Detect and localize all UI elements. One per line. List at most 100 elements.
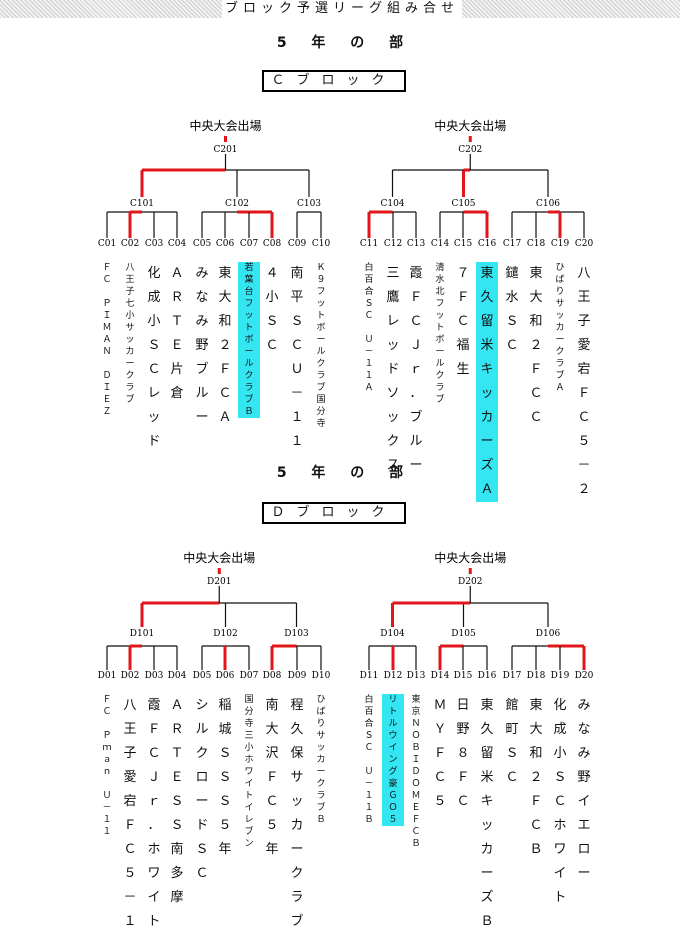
- team-code: D17: [503, 671, 522, 681]
- team-code: C18: [527, 239, 546, 249]
- team-name: 若 葉 台 フ ッ ト ボ ー ル ク ラ ブ Ｂ: [238, 262, 260, 418]
- group-code: D103: [284, 629, 309, 639]
- final-code: D202: [458, 577, 482, 587]
- team-code: C01: [98, 239, 116, 249]
- team-code: D12: [384, 671, 403, 681]
- team-name: 東 大 和 ２ Ｆ Ｃ Ａ: [218, 266, 232, 425]
- team-code: C14: [431, 239, 450, 249]
- team-code: D03: [145, 671, 164, 681]
- team-name: 東 大 和 ２ Ｆ Ｃ Ｃ: [529, 266, 543, 425]
- team-code: D18: [527, 671, 546, 681]
- team-name: ７ Ｆ Ｃ 福 生: [456, 266, 470, 377]
- team-name: 化 成 小 Ｓ Ｃ ホ ワ イ ト: [553, 698, 567, 905]
- group-code: C102: [225, 199, 249, 209]
- team-name: 鑓 水 Ｓ Ｃ: [505, 266, 519, 353]
- team-name: 白 百 合 Ｓ Ｃ Ｕ － １ １ Ａ: [364, 263, 374, 393]
- team-code: D02: [121, 671, 140, 681]
- team-name: 館 町 Ｓ Ｃ: [505, 698, 519, 785]
- team-code: C02: [121, 239, 139, 249]
- section-heading-c: 5 年 の 部: [276, 35, 404, 51]
- team-name: 程 久 保 サ ッ カ ー ク ラ ブ: [290, 698, 304, 929]
- team-name: ひ ば り サ ッ カ ー ク ラ ブ Ｂ: [316, 695, 326, 825]
- team-code: D15: [454, 671, 473, 681]
- team-name: Ｍ Ｙ Ｆ Ｃ ５: [433, 698, 447, 809]
- final-code: D201: [207, 577, 231, 587]
- team-code: C08: [263, 239, 282, 249]
- block-label-c: Ｃブロック: [262, 70, 406, 92]
- team-code: D11: [360, 671, 379, 681]
- team-name: 稲 城 Ｓ Ｓ Ｓ ５ 年: [218, 698, 232, 857]
- team-code: D01: [98, 671, 117, 681]
- team-code: C06: [216, 239, 235, 249]
- team-name: 八 王 子 七 小 サ ッ カ ー ク ラ ブ: [125, 263, 135, 405]
- team-name: 霞 Ｆ Ｃ Ｊ ｒ ． ホ ワ イ ト: [147, 698, 161, 929]
- team-name: Ｆ Ｃ Ｐ Ｉ Ｍ Ａ Ｎ Ｄ Ｉ Ｅ Ｚ: [102, 263, 112, 417]
- team-code: C10: [312, 239, 331, 249]
- team-code: D04: [168, 671, 187, 681]
- team-code: C17: [503, 239, 522, 249]
- group-code: C103: [297, 199, 321, 209]
- team-name: 国 分 寺 三 小 ホ ワ イ ト イ レ ブ ン: [244, 695, 254, 849]
- team-name: 八 王 子 愛 宕 Ｆ Ｃ ５ － ２: [577, 266, 591, 497]
- team-name: Ａ Ｒ Ｔ Ｅ 片 倉: [170, 266, 184, 401]
- team-code: C07: [240, 239, 259, 249]
- team-name: 八 王 子 愛 宕 Ｆ Ｃ ５ － １: [123, 698, 137, 929]
- group-code: C105: [451, 199, 475, 209]
- team-code: D19: [551, 671, 570, 681]
- team-name: 化 成 小 Ｓ Ｃ レ ッ ド: [147, 266, 161, 449]
- group-code: C101: [130, 199, 154, 209]
- team-name: み な み 野 イ エ ロ ー: [577, 698, 591, 881]
- team-name: 霞 Ｆ Ｃ Ｊ ｒ ． ブ ル ー: [409, 266, 423, 473]
- team-name: ひ ば り サ ッ カ ー ク ラ ブ Ａ: [555, 263, 565, 393]
- team-name: 南 大 沢 Ｆ Ｃ ５ 年: [265, 698, 279, 857]
- team-name: 日 野 ８ Ｆ Ｃ: [456, 698, 470, 809]
- team-code: D14: [431, 671, 450, 681]
- team-name: 東 久 留 米 キ ッ カ ー ズ Ｂ: [480, 698, 494, 929]
- team-name: 東 京 Ｎ Ｏ Ｂ Ｉ Ｄ Ｏ Ｍ Ｅ Ｆ Ｃ Ｂ: [411, 695, 421, 849]
- team-code: D07: [240, 671, 259, 681]
- team-code: D20: [575, 671, 594, 681]
- team-name: み な み 野 ブ ル ー: [195, 266, 209, 425]
- group-code: D106: [536, 629, 561, 639]
- team-name: ４ 小 Ｓ Ｃ: [265, 266, 279, 353]
- group-code: D104: [380, 629, 405, 639]
- team-code: D08: [263, 671, 282, 681]
- team-code: C09: [288, 239, 307, 249]
- team-name: 東 久 留 米 キ ッ カ ー ズ Ａ: [476, 262, 498, 502]
- qualify-label: 中央大会出場: [189, 118, 261, 133]
- team-name: Ａ Ｒ Ｔ Ｅ Ｓ Ｓ 南 多 摩: [170, 698, 184, 905]
- final-code: C202: [458, 145, 482, 155]
- team-code: C11: [360, 239, 378, 249]
- team-name: 南 平 Ｓ Ｃ Ｕ － １ １: [290, 266, 304, 449]
- group-code: D105: [451, 629, 476, 639]
- team-name: 三 鷹 レ ッ ド ソ ッ ク ス: [386, 266, 400, 473]
- team-code: D05: [193, 671, 212, 681]
- group-code: D101: [130, 629, 154, 639]
- group-code: C104: [380, 199, 404, 209]
- team-code: D09: [288, 671, 307, 681]
- team-code: D16: [478, 671, 497, 681]
- team-name: Ｋ ９ フ ッ ト ボ ー ル ク ラ ブ 国 分 寺: [316, 263, 326, 429]
- qualify-label: 中央大会出場: [434, 550, 506, 565]
- final-code: C201: [213, 145, 237, 155]
- team-name: 清 水 北 フ ッ ト ボ ー ル ク ラ ブ: [435, 263, 445, 405]
- team-name: リ ト ル ウ イ ン グ 豪 Ｇ Ｏ ５: [382, 694, 404, 826]
- group-code: D102: [213, 629, 237, 639]
- team-name: 白 百 合 Ｓ Ｃ Ｕ － １ １ Ｂ: [364, 695, 374, 825]
- qualify-label: 中央大会出場: [434, 118, 506, 133]
- team-code: C03: [145, 239, 164, 249]
- team-name: 東 大 和 ２ Ｆ Ｃ Ｂ: [529, 698, 543, 857]
- team-code: D13: [407, 671, 426, 681]
- team-code: C19: [551, 239, 570, 249]
- page-title: ブロック予選リーグ組み合せ: [222, 0, 462, 18]
- team-code: C04: [168, 239, 187, 249]
- team-code: C13: [407, 239, 426, 249]
- block-label-d: Ｄブロック: [262, 502, 406, 524]
- team-code: C20: [575, 239, 594, 249]
- team-name: シ ル ク ロ ー ド Ｓ Ｃ: [195, 698, 209, 881]
- team-code: D06: [216, 671, 235, 681]
- group-code: C106: [536, 199, 560, 209]
- section-heading-d: 5 年 の 部: [276, 465, 404, 481]
